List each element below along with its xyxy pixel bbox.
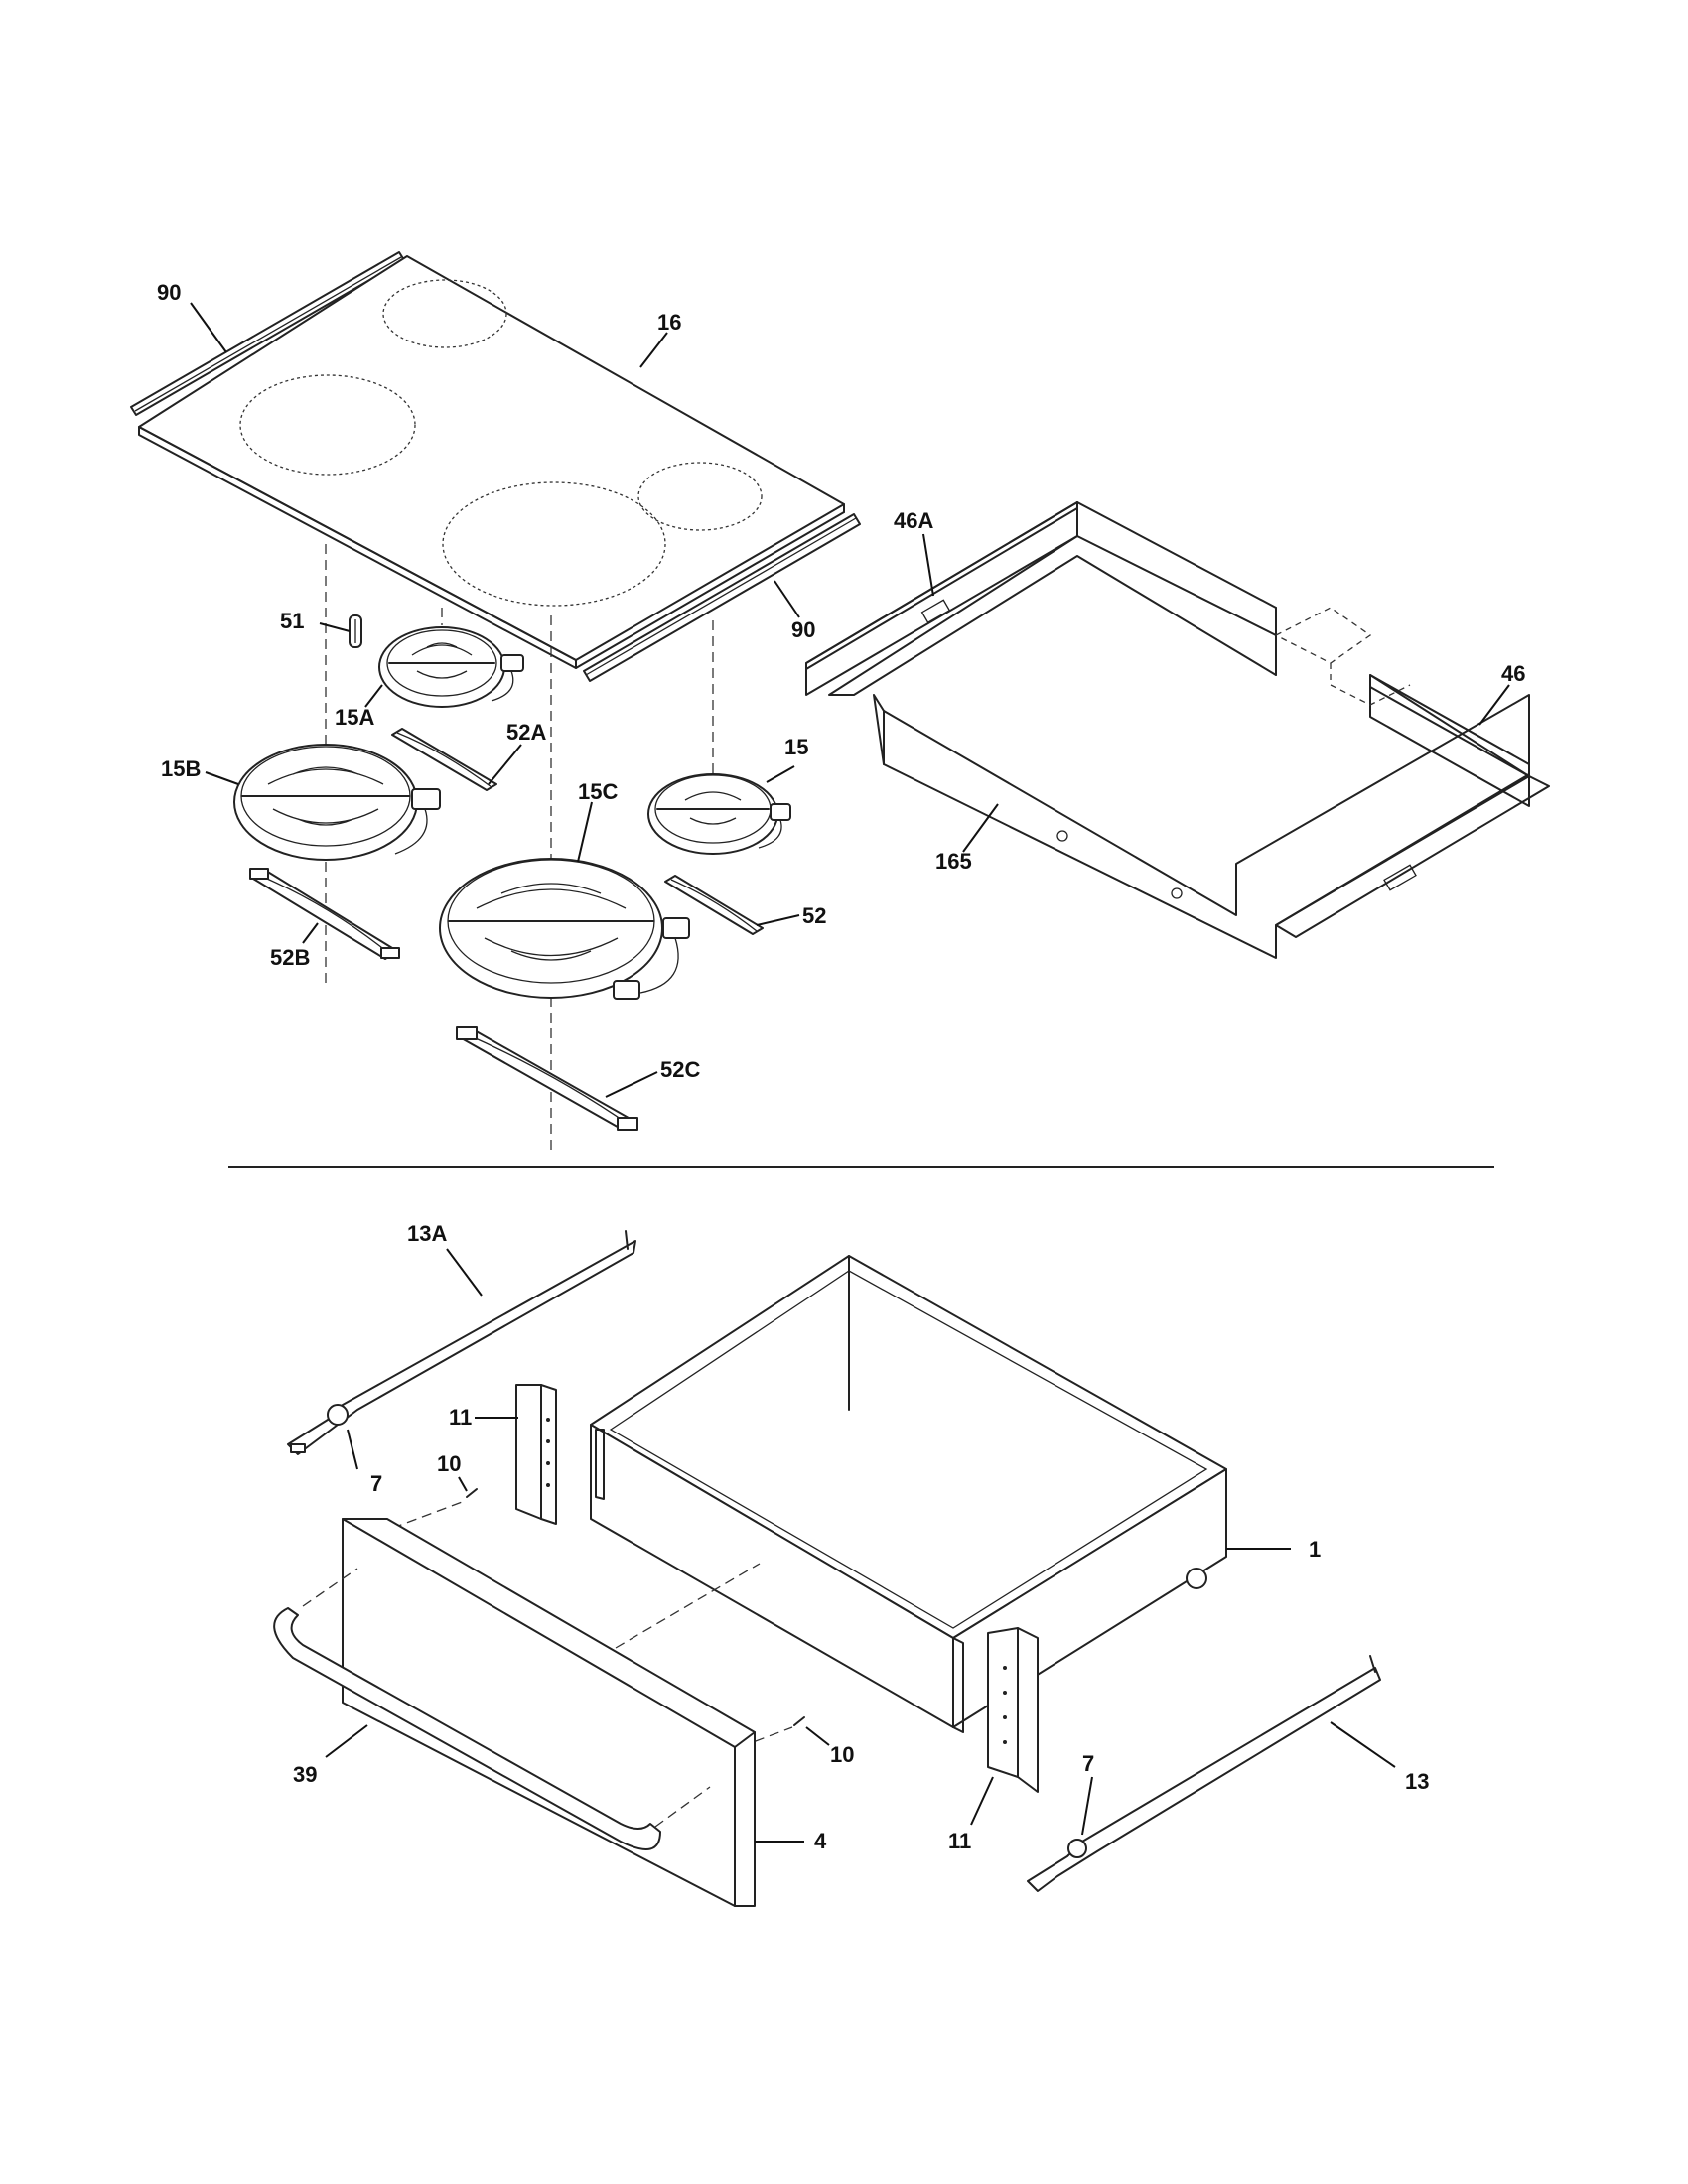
callout-90-rear: 90 (157, 280, 181, 305)
callout-7-left: 7 (370, 1471, 382, 1496)
callout-4: 4 (814, 1829, 827, 1853)
callout-52b: 52B (270, 945, 310, 970)
clip-icon (349, 614, 362, 648)
callout-10-right: 10 (830, 1742, 854, 1767)
callout-90-front: 90 (791, 617, 815, 642)
callout-46: 46 (1501, 661, 1525, 686)
callout-7-right: 7 (1082, 1751, 1094, 1776)
callout-10-left: 10 (437, 1451, 461, 1476)
callout-52a: 52A (506, 720, 546, 745)
callout-51: 51 (280, 609, 304, 633)
radiant-element-15-icon (647, 773, 791, 855)
radiant-element-15a-icon (378, 626, 524, 708)
drawer-handle-icon (273, 1568, 711, 1850)
callout-15c: 15C (578, 779, 618, 804)
drawer-slide-13a-icon (287, 1230, 636, 1455)
bracket-52-icon (664, 875, 764, 935)
cooktop-glass-icon (138, 255, 845, 669)
radiant-element-15b-icon (233, 744, 441, 861)
callout-15b: 15B (161, 756, 201, 781)
callout-15: 15 (784, 735, 808, 759)
callout-16: 16 (657, 310, 681, 335)
callout-11-left: 11 (449, 1405, 472, 1430)
callout-labels: 90 16 90 51 15A 52A 15B 15C 15 52 52B 52… (157, 280, 1525, 1853)
drawer-front-icon (342, 1518, 756, 1907)
bracket-52a-icon (391, 728, 497, 791)
callout-39: 39 (293, 1762, 317, 1787)
callout-15a: 15A (335, 705, 374, 730)
drawer-icon (590, 1255, 1227, 1733)
bracket-52c-icon (456, 1026, 638, 1131)
drawer-bracket-right-icon (987, 1627, 1039, 1793)
chassis-frame-icon (805, 501, 1550, 959)
drawer-slide-13-icon (1027, 1655, 1381, 1892)
callout-1: 1 (1309, 1537, 1321, 1562)
callout-11-right: 11 (948, 1829, 971, 1853)
callout-13: 13 (1405, 1769, 1429, 1794)
callout-52c: 52C (660, 1057, 700, 1082)
leader-lines (190, 302, 1510, 1843)
callout-46a: 46A (894, 508, 933, 533)
front-trim-strip (583, 513, 861, 682)
callout-165: 165 (935, 849, 972, 874)
screw-icon (466, 1488, 805, 1726)
bracket-52b-icon (249, 868, 400, 960)
callout-52: 52 (802, 903, 826, 928)
radiant-element-15c-icon (439, 858, 690, 1000)
callout-13a: 13A (407, 1221, 447, 1246)
drawer-bracket-left-icon (515, 1384, 557, 1525)
